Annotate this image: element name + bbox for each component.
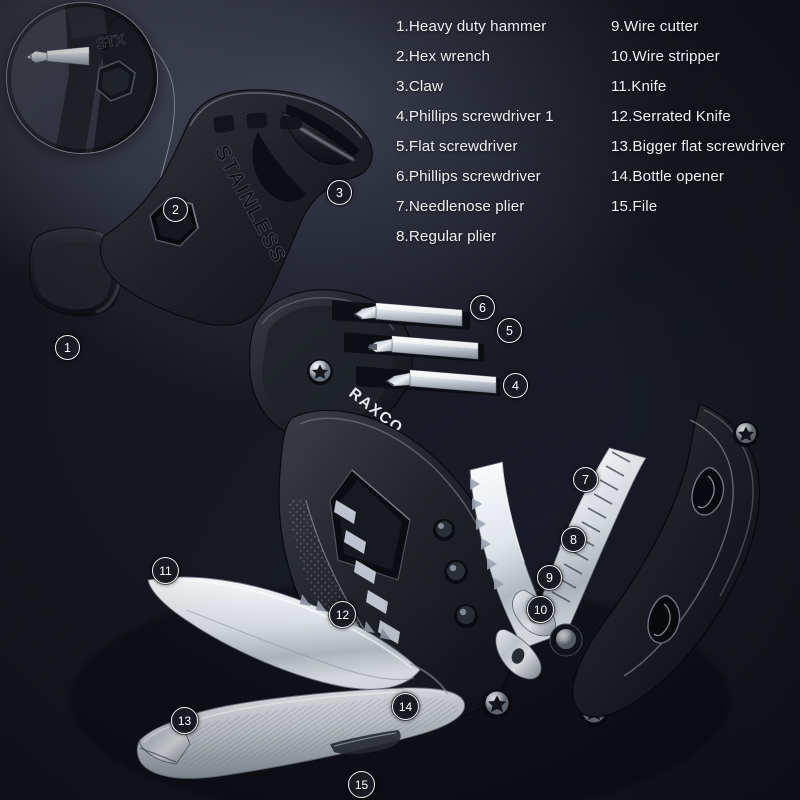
- bit-phillips-6: [353, 302, 463, 327]
- file-tool: [136, 687, 466, 779]
- legend-column-left: 1.Heavy duty hammer 2.Hex wrench 3.Claw …: [396, 12, 611, 252]
- pivot-screw-lower-left: [482, 689, 512, 719]
- callout-badge-9: 9: [537, 565, 562, 590]
- callout-badge-1: 1: [55, 335, 80, 360]
- legend-column-right: 9.Wire cutter 10.Wire stripper 11.Knife …: [611, 12, 796, 252]
- plier-pivot: [549, 623, 583, 657]
- legend-item-8: 8.Regular plier: [396, 228, 497, 245]
- rivet-column: [433, 519, 478, 628]
- callout-badge-6: 6: [470, 295, 495, 320]
- tool-spine-slots: [334, 500, 412, 674]
- pivot-screw-upper: [307, 359, 333, 385]
- phillips-bit-detail: [24, 46, 90, 66]
- callout-badge-15: 15: [348, 771, 375, 798]
- legend-item-2: 2.Hex wrench: [396, 48, 491, 65]
- claw: [252, 104, 360, 202]
- right-handle: [572, 403, 761, 718]
- legend-item-4: 4.Phillips screwdriver 1: [396, 108, 554, 125]
- callout-badge-2: 2: [163, 197, 188, 222]
- callout-badge-14: 14: [392, 693, 419, 720]
- legend-item-12: 12.Serrated Knife: [611, 108, 731, 125]
- legend-item-7: 7.Needlenose plier: [396, 198, 525, 215]
- callout-badge-3: 3: [327, 180, 352, 205]
- wire-stripper: [495, 629, 542, 680]
- callout-badge-5: 5: [497, 318, 522, 343]
- callout-badge-12: 12: [329, 601, 356, 628]
- callout-badge-4: 4: [503, 373, 528, 398]
- detail-magnifier: S STX: [6, 2, 158, 154]
- legend-item-9: 9.Wire cutter: [611, 18, 699, 35]
- legend-item-15: 15.File: [611, 198, 658, 215]
- feature-legend: 1.Heavy duty hammer 2.Hex wrench 3.Claw …: [396, 12, 796, 252]
- legend-item-5: 5.Flat screwdriver: [396, 138, 518, 155]
- legend-item-10: 10.Wire stripper: [611, 48, 720, 65]
- bit-flat-5: [367, 335, 479, 360]
- callout-badge-10: 10: [527, 596, 554, 623]
- legend-item-14: 14.Bottle opener: [611, 168, 725, 185]
- screwdriver-bits: [332, 300, 500, 396]
- bottle-opener: [330, 730, 401, 755]
- knife-blade: [147, 576, 421, 690]
- hammer-face: [29, 227, 123, 317]
- callout-badge-8: 8: [561, 527, 586, 552]
- svg-text:STX: STX: [95, 31, 127, 53]
- hammer-head-group: STAINLESS: [29, 89, 373, 326]
- svg-text:S: S: [96, 36, 110, 55]
- hammer-notches: [213, 112, 303, 133]
- legend-item-1: 1.Heavy duty hammer: [396, 18, 547, 35]
- needlenose-jaw: [535, 447, 647, 635]
- legend-item-13: 13.Bigger flat screwdriver: [611, 138, 785, 155]
- bit-phillips-4: [385, 369, 497, 394]
- handle-cutouts: [647, 467, 725, 644]
- handle-screw-top: [733, 421, 759, 447]
- legend-item-11: 11.Knife: [611, 78, 667, 95]
- callout-badge-11: 11: [152, 557, 179, 584]
- legend-item-6: 6.Phillips screwdriver: [396, 168, 541, 185]
- legend-item-3: 3.Claw: [396, 78, 444, 95]
- callout-badge-13: 13: [171, 707, 198, 734]
- callout-badge-7: 7: [573, 467, 598, 492]
